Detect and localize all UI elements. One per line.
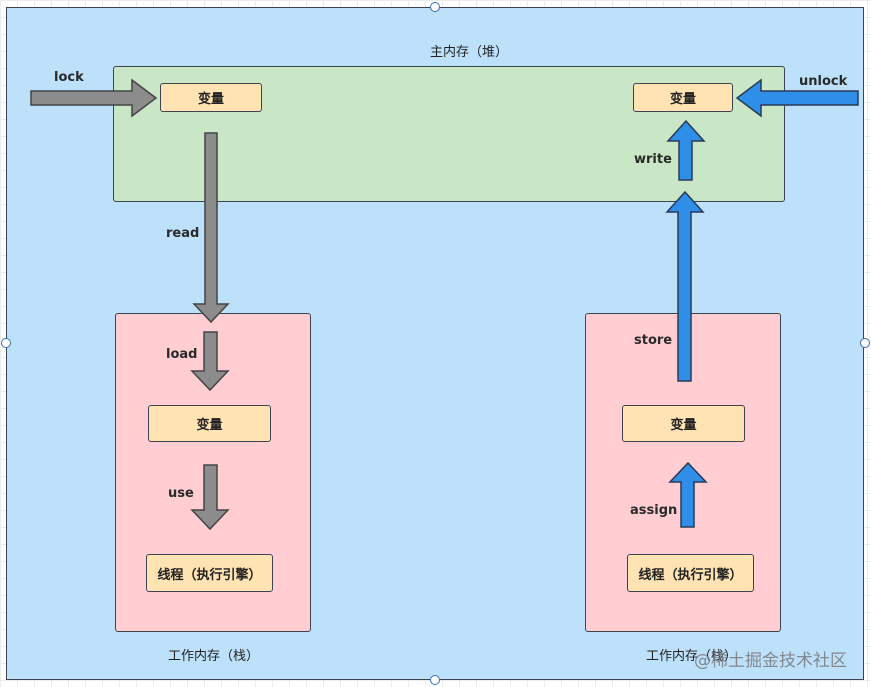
selection-handle-right[interactable] xyxy=(860,338,870,348)
watermark: @稀土掘金技术社区 xyxy=(694,651,847,671)
selection-handle-top[interactable] xyxy=(430,2,440,12)
read-label: read xyxy=(166,226,200,241)
unlock-arrow xyxy=(735,78,859,118)
assign-label: assign xyxy=(630,503,678,518)
left-working-variable: 变量 xyxy=(148,405,271,442)
use-label: use xyxy=(168,486,194,501)
read-arrow xyxy=(192,132,230,324)
write-label: write xyxy=(634,152,672,167)
load-label: load xyxy=(166,347,198,362)
lock-label: lock xyxy=(54,70,84,85)
main-memory-title: 主内存（堆） xyxy=(430,45,509,60)
store-label: store xyxy=(634,333,673,348)
left-thread-engine: 线程（执行引擎） xyxy=(146,554,273,592)
selection-handle-left[interactable] xyxy=(1,338,11,348)
main-memory-variable-left: 变量 xyxy=(160,83,262,112)
use-arrow xyxy=(190,464,230,531)
right-thread-engine: 线程（执行引擎） xyxy=(627,554,754,592)
right-working-variable: 变量 xyxy=(622,405,745,442)
load-arrow xyxy=(190,331,230,392)
unlock-label: unlock xyxy=(799,74,848,89)
lock-arrow xyxy=(30,78,158,118)
assign-arrow xyxy=(668,461,708,528)
write-arrow xyxy=(666,119,706,181)
store-arrow xyxy=(665,190,705,382)
right-working-memory-title: 工作内存（栈） xyxy=(646,649,738,664)
main-memory-variable-right: 变量 xyxy=(633,83,733,112)
left-working-memory-title: 工作内存（栈） xyxy=(168,649,260,664)
selection-handle-bottom[interactable] xyxy=(430,675,440,685)
